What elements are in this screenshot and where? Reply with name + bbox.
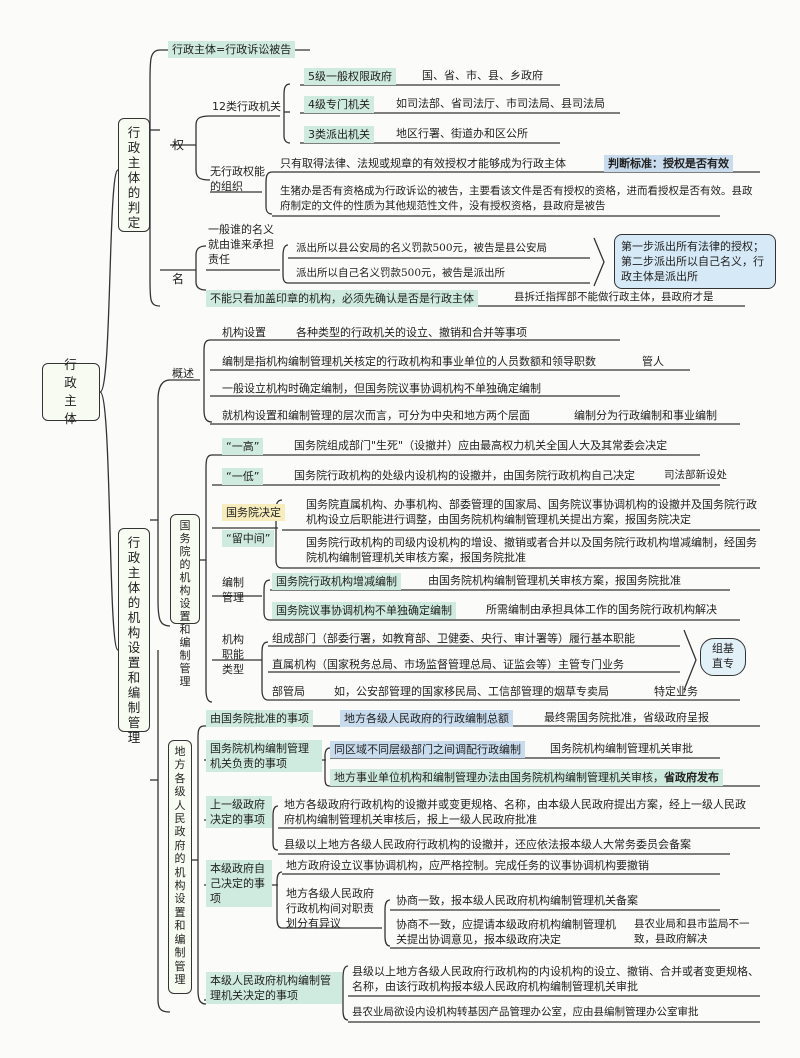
section-establishment: 行政主体的机构设置和编制管理 bbox=[118, 528, 150, 745]
two-step-note: 第一步派出所有法律的授权；第二步派出所以自己名义，行政主体是派出所 bbox=[614, 234, 776, 289]
local-5-item2: 县农业局欲设内设机构转基因产品管理办公室，应由县编制管理办公室审批 bbox=[352, 1006, 699, 1018]
local-node: 地方各级人民政府的机构设置和编制管理 bbox=[168, 740, 192, 994]
sc-coord-tag: 国务院议事协调机构不单独确定编制 bbox=[272, 602, 456, 619]
local-1-desc: 最终需国务院批准，省级政府呈报 bbox=[544, 711, 709, 724]
local-3-item1: 地方各级政府行政机构的设撤并或变更规格、名称，由本级人民政府提出方案，经上一级人… bbox=[284, 798, 746, 826]
four-level-organ-desc: 如司法部、省司法厅、市司法局、县司法局 bbox=[396, 97, 605, 110]
case-police-station: 派出所以自己名义罚款500元，被告是派出所 bbox=[296, 267, 506, 279]
yidi-note: 司法部新设处 bbox=[664, 469, 727, 481]
local-4-item2b: 协商不一致，应提请本级政府机构编制管理机关提出协调意见，报本级政府决定 bbox=[396, 918, 616, 946]
overview-staffing: 编制是指机构编制管理机关核定的行政机构和事业单位的人员数额和领导职数 bbox=[222, 355, 596, 368]
overview-levels: 就机构设置和编制管理的层次而言，可分为中央和地方两个层面 bbox=[222, 409, 530, 422]
five-level-govt-desc: 国、省、市、县、乡政府 bbox=[422, 69, 543, 82]
three-dispatch-tag: 3类派出机关 bbox=[304, 126, 374, 143]
no-authority-label: 无行政权能的组织 bbox=[210, 165, 265, 193]
liu-desc: 国务院行政机构的司级内设机构的增设、撤销或者合并以及国务院行政机构增减编制，经国… bbox=[306, 536, 757, 564]
local-1-key: 地方各级人民政府的行政编制总额 bbox=[340, 710, 513, 727]
case-county-police: 派出所以县公安局的名义罚款500元，被告是县公安局 bbox=[296, 242, 548, 254]
section-identification: 行政主体的判定 bbox=[118, 118, 150, 232]
state-council-title: 国务院的机构设置和编制管理 bbox=[179, 519, 191, 688]
overview-label: 概述 bbox=[172, 367, 194, 380]
local-2-key: 同区域不同层级部门之间调配行政编制 bbox=[330, 741, 525, 758]
local-4-item2a: 协商一致，报本级人民政府机构编制管理机关备案 bbox=[396, 894, 638, 907]
overview-setup-key: 机构设置 bbox=[222, 326, 266, 339]
no-authority-case: 生猪办是否有资格成为行政诉讼的被告，主要看该文件是否有授权的资格，进而看授权是否… bbox=[280, 185, 753, 212]
liu-tag: “留中间” bbox=[222, 530, 275, 547]
overview-general: 一般设立机构时确定编制，但国务院议事协调机构不单独确定编制 bbox=[222, 382, 541, 395]
root-label: 行政主体 bbox=[64, 357, 78, 426]
authority-branch-label: 权 bbox=[172, 138, 185, 152]
five-level-govt-tag: 5级一般权限政府 bbox=[304, 68, 396, 85]
state-council-decides-desc: 国务院直属机构、办事机构、部委管理的国家局、国务院议事协调机构的设撤并及国务院行… bbox=[306, 498, 757, 526]
local-2-item2-text: 地方事业单位机构和编制管理办法由国务院机构编制管理机关审核， bbox=[334, 771, 664, 784]
local-2-desc: 国务院机构编制管理机关审批 bbox=[550, 742, 693, 755]
function-type-3-desc: 如，公安部管理的国家移民局、工信部管理的烟草专卖局 bbox=[334, 685, 609, 698]
stamp-rule: 不能只看加盖印章的机构，必须先确认是否是行政主体 bbox=[206, 290, 478, 307]
section-identification-title: 行政主体的判定 bbox=[127, 125, 141, 230]
function-type-1: 组成部门（部委行署，如教育部、卫健委、央行、审计署等）履行基本职能 bbox=[272, 632, 635, 645]
function-type-3: 部管局 bbox=[272, 685, 305, 698]
three-dispatch-desc: 地区行署、街道办和区公所 bbox=[396, 127, 528, 140]
yigao-desc: 国务院组成部门"生死"（设撤并）应由最高权力机关全国人大及其常委会决定 bbox=[294, 439, 668, 452]
stamp-example: 县拆迁指挥部不能做行政主体，县政府才是 bbox=[514, 291, 714, 303]
local-2-tag: 国务院机构编制管理机关负责的事项 bbox=[206, 740, 322, 772]
local-2-item2-bold: 省政府发布 bbox=[664, 771, 719, 784]
local-2-item2: 地方事业单位机构和编制管理办法由国务院机构编制管理机关审核，省政府发布 bbox=[330, 769, 723, 786]
function-type-3-note: 特定业务 bbox=[654, 685, 698, 698]
local-4-item2b-note: 县农业局和县市监局不一致，县政府解决 bbox=[634, 918, 750, 945]
mnemonic-pill: 组基直专 bbox=[700, 638, 746, 676]
local-5-item1: 县级以上地方各级人民政府行政机构的内设机构的设立、撤销、合并或者变更规格、名称，… bbox=[352, 965, 759, 993]
local-4-tag: 本级政府自己决定的事项 bbox=[206, 860, 272, 907]
yidi-tag: “一低” bbox=[222, 468, 264, 485]
local-title: 地方各级人民政府的机构设置和编制管理 bbox=[174, 745, 186, 986]
section-establishment-title: 行政主体的机构设置和编制管理 bbox=[127, 535, 141, 745]
name-branch-label: 名 bbox=[172, 272, 185, 286]
definition-label: 行政主体=行政诉讼被告 bbox=[168, 41, 296, 58]
local-3-tag: 上一级政府决定的事项 bbox=[206, 796, 272, 828]
criterion-tag: 判断标准：授权是否有效 bbox=[604, 155, 733, 172]
twelve-organs-label: 12类行政机关 bbox=[212, 100, 281, 113]
overview-levels-note: 编制分为行政编制和事业编制 bbox=[574, 409, 717, 422]
sc-staff-change-tag: 国务院行政机构增减编制 bbox=[272, 573, 401, 590]
no-authority-desc: 只有取得法律、法规或规章的有效授权才能够成为行政主体 bbox=[280, 157, 566, 170]
overview-staffing-note: 管人 bbox=[642, 355, 664, 368]
local-5-tag: 本级人民政府机构编制管理机关决定的事项 bbox=[206, 972, 342, 1004]
mnemonic-text: 组基直专 bbox=[712, 642, 734, 670]
whose-name-label: 一般谁的名义就由谁来承担责任 bbox=[208, 223, 274, 266]
sc-coord-desc: 所需编制由承担具体工作的国务院行政机构解决 bbox=[486, 603, 717, 616]
yigao-tag: “一高” bbox=[222, 438, 264, 455]
four-level-organ-tag: 4级专门机关 bbox=[304, 96, 374, 113]
local-1-tag: 由国务院批准的事项 bbox=[206, 710, 313, 727]
state-council-decides-tag: 国务院决定 bbox=[222, 504, 285, 521]
local-4-item1: 地方政府设立议事协调机构，应严格控制。完成任务的议事协调机构要撤销 bbox=[286, 859, 649, 872]
local-3-item2: 县级以上地方各级人民政府行政机构的设撤并，还应依法报本级人大常务委员会备案 bbox=[284, 838, 691, 851]
sc-staff-change-desc: 由国务院机构编制管理机关审核方案，报国务院批准 bbox=[428, 574, 681, 587]
overview-setup-value: 各种类型的行政机关的设立、撤销和合并等事项 bbox=[296, 326, 527, 339]
root-node: 行政主体 bbox=[42, 357, 100, 426]
state-council-node: 国务院的机构设置和编制管理 bbox=[170, 514, 200, 688]
staffing-mgmt-label: 编制管理 bbox=[222, 576, 244, 604]
function-types-label: 机构职能类型 bbox=[222, 633, 244, 676]
function-type-2: 直属机构（国家税务总局、市场监督管理总局、证监会等）主管专门业务 bbox=[272, 658, 624, 671]
local-4-item2: 地方各级人民政府行政机构间对职责划分有异议 bbox=[286, 887, 374, 930]
yidi-desc: 国务院行政机构的处级内设机构的设撤并，由国务院行政机构自己决定 bbox=[294, 469, 635, 482]
